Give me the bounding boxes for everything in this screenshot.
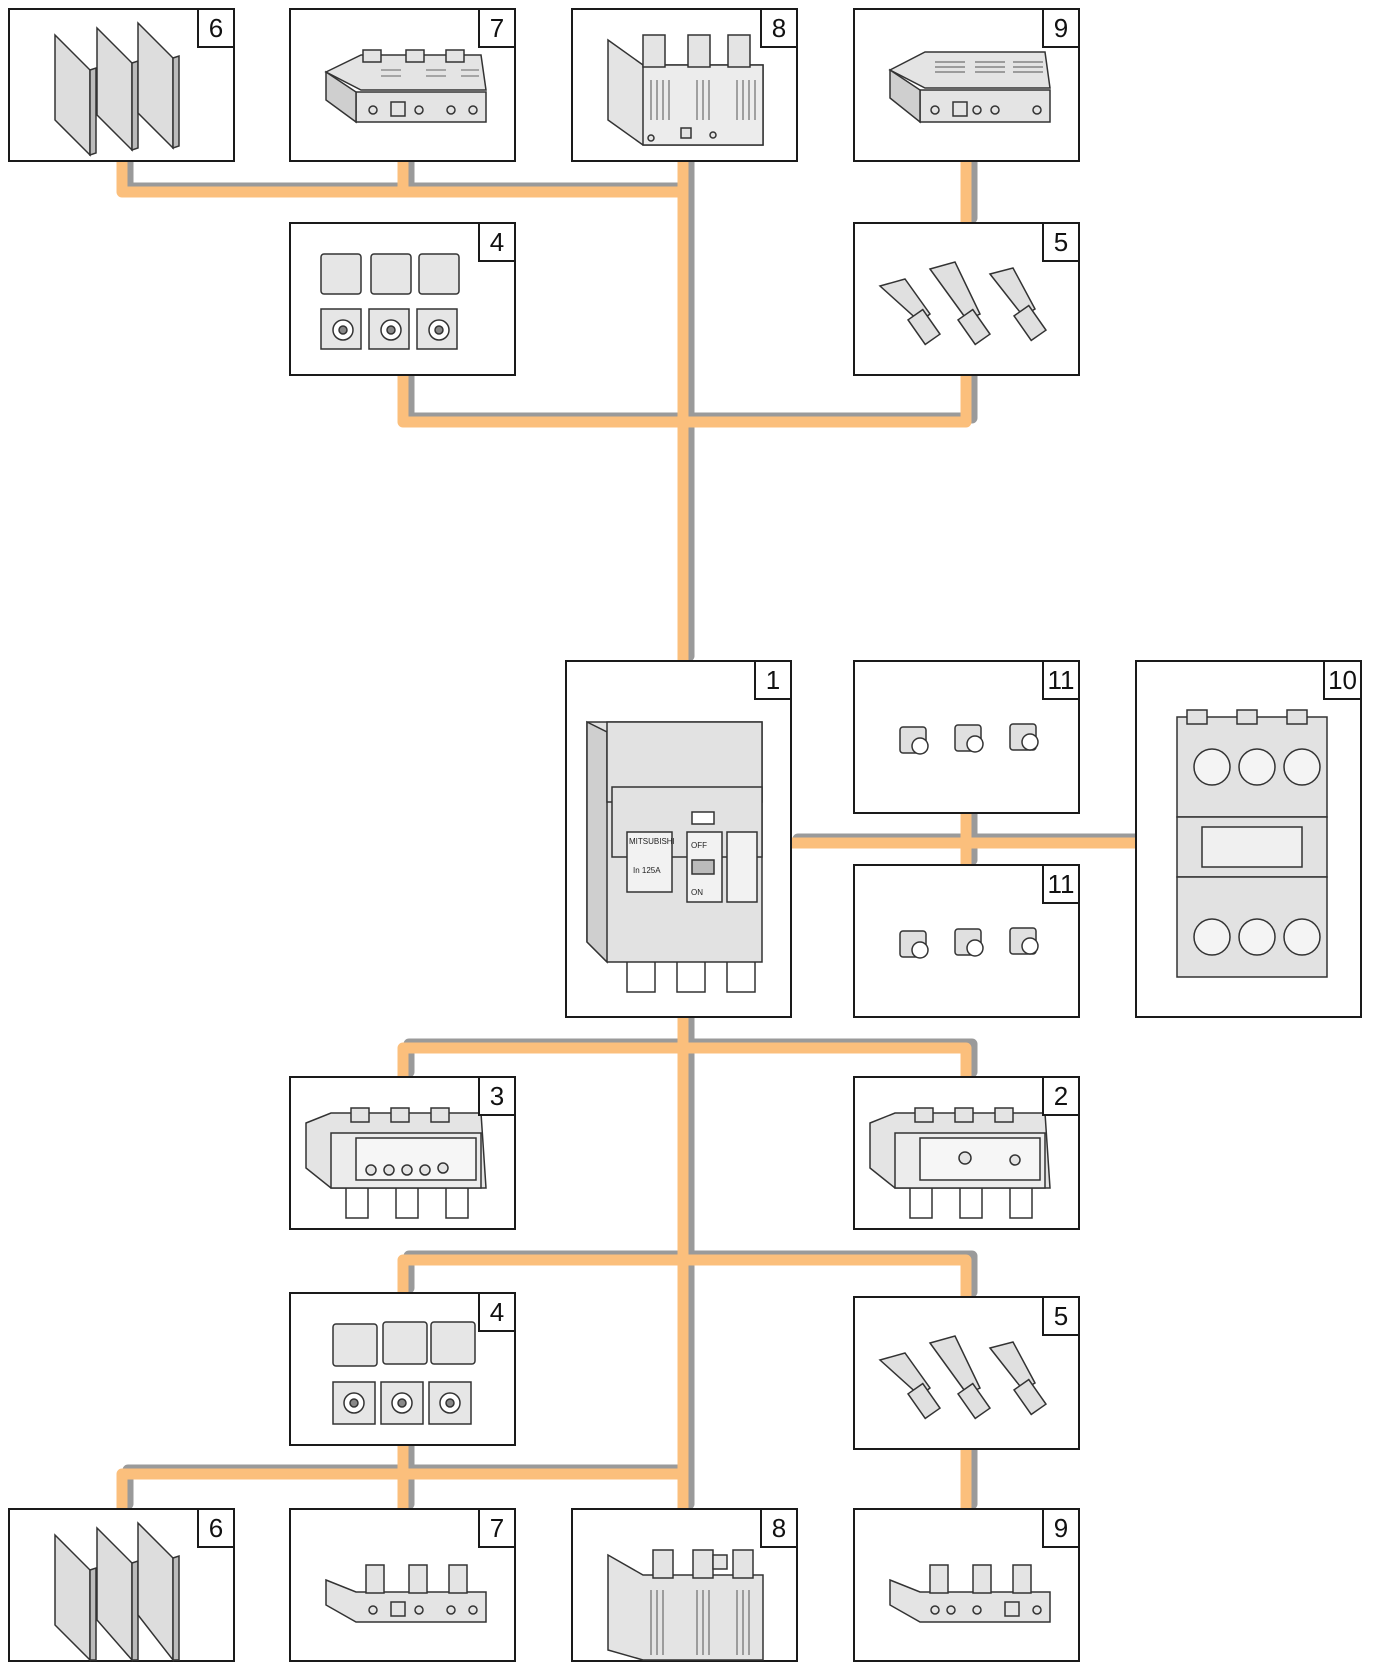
- item-number-badge: 10: [1323, 660, 1362, 700]
- stud-terminal-icon: [899, 927, 1039, 959]
- item-number-badge: 7: [478, 8, 516, 48]
- item-number-badge: 4: [478, 222, 516, 262]
- card-phase-barrier-bottom: 6: [8, 1508, 235, 1663]
- connector-line: [397, 1042, 972, 1082]
- card-terminal-cover-bottom: 7: [289, 1508, 516, 1662]
- card-plug-in-base: 10: [1135, 660, 1362, 1018]
- card-trip-unit-3: 3: [289, 1076, 516, 1230]
- circuit-breaker-icon: MITSUBISHI In 125A OFF ON: [586, 720, 763, 993]
- item-number-badge: 4: [478, 1292, 516, 1332]
- item-number-badge: 9: [1042, 1508, 1080, 1548]
- plug-in-base-icon: [1176, 709, 1328, 978]
- breaker-rating-text: In 125A: [633, 866, 661, 875]
- item-number-badge: 6: [197, 1508, 235, 1548]
- terminal-cover-icon: [324, 49, 487, 124]
- item-number-badge: 2: [1042, 1076, 1080, 1116]
- box-terminal-icon: [332, 1321, 476, 1425]
- item-number-badge: 3: [478, 1076, 516, 1116]
- box-terminal-icon: [320, 253, 460, 350]
- terminal-cover-icon: [325, 1564, 487, 1623]
- item-number-badge: 9: [1042, 8, 1080, 48]
- item-number-badge: 7: [478, 1508, 516, 1548]
- card-box-terminal-bottom: 4: [289, 1292, 516, 1446]
- cable-lug-icon: [878, 261, 1048, 346]
- card-terminal-cover-slotted-top: 9: [853, 8, 1080, 162]
- card-terminal-cover-top: 7: [289, 8, 516, 162]
- card-stud-terminal-a: 11: [853, 660, 1080, 814]
- card-phase-barrier-top: 6: [8, 8, 235, 162]
- item-number-badge: 5: [1042, 1296, 1080, 1336]
- card-cable-lug-bottom: 5: [853, 1296, 1080, 1450]
- breaker-brand-text: MITSUBISHI: [629, 837, 675, 846]
- trip-unit-icon: [869, 1107, 1051, 1219]
- card-stud-terminal-b: 11: [853, 864, 1080, 1018]
- card-long-terminal-cover-top: 8: [571, 8, 798, 162]
- breaker-on-text: ON: [691, 888, 703, 897]
- breaker-off-text: OFF: [691, 841, 707, 850]
- trip-unit-icon: [305, 1107, 487, 1219]
- item-number-badge: 11: [1042, 660, 1080, 700]
- card-circuit-breaker: MITSUBISHI In 125A OFF ON 1: [565, 660, 792, 1018]
- terminal-cover-slotted-icon: [888, 51, 1051, 124]
- cable-lug-icon: [878, 1335, 1048, 1420]
- phase-barrier-icon: [54, 1521, 180, 1663]
- phase-barrier-icon: [54, 21, 180, 157]
- item-number-badge: 1: [754, 660, 792, 700]
- item-number-badge: 8: [760, 8, 798, 48]
- stud-terminal-icon: [899, 723, 1039, 755]
- card-cable-lug-top: 5: [853, 222, 1080, 376]
- connector-line: [116, 1468, 689, 1514]
- item-number-badge: 8: [760, 1508, 798, 1548]
- long-terminal-cover-icon: [607, 34, 764, 146]
- card-trip-unit-2: 2: [853, 1076, 1080, 1230]
- card-box-terminal-top: 4: [289, 222, 516, 376]
- connector-line: [397, 1254, 972, 1302]
- card-terminal-cover-slotted-bottom: 9: [853, 1508, 1080, 1662]
- item-number-badge: 6: [197, 8, 235, 48]
- connector-line: [397, 370, 972, 428]
- item-number-badge: 5: [1042, 222, 1080, 262]
- card-long-terminal-cover-bottom: 8: [571, 1508, 798, 1662]
- terminal-cover-slotted-icon: [889, 1564, 1051, 1623]
- item-number-badge: 11: [1042, 864, 1080, 904]
- connector-line: [116, 154, 689, 198]
